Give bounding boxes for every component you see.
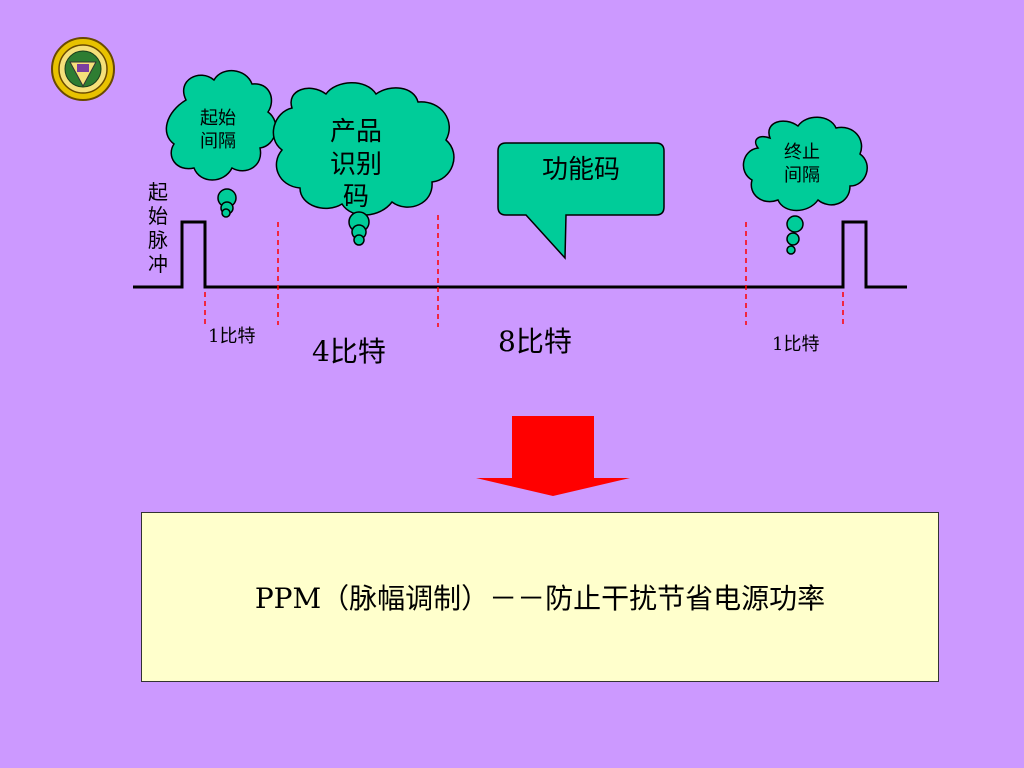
ppm-note-text: PPM（脉幅调制）－－防止干扰节省电源功率 [254, 582, 826, 615]
start-interval-text: 起始 间隔 [200, 108, 236, 152]
function-code-text: 功能码 [541, 155, 620, 185]
function-bits-label: 8比特 [498, 325, 572, 358]
product-id-cloud [272, 82, 455, 246]
stop-interval-cloud [742, 116, 868, 255]
ppm-note-box: PPM（脉幅调制）－－防止干扰节省电源功率 [141, 512, 939, 682]
start-bits-label: 1比特 [208, 326, 256, 347]
stop-interval-text: 终止 间隔 [784, 142, 820, 186]
signal-waveform [133, 220, 907, 289]
start-interval-cloud [165, 70, 277, 218]
arrow-down-icon [476, 416, 630, 496]
start-pulse-label: 起始脉冲 [148, 180, 168, 276]
stop-bits-label: 1比特 [772, 334, 820, 355]
function-code-bubble [497, 142, 665, 260]
product-id-text: 产品 识别 码 [329, 117, 382, 212]
school-emblem-icon [50, 36, 116, 102]
product-bits-label: 4比特 [312, 335, 386, 368]
